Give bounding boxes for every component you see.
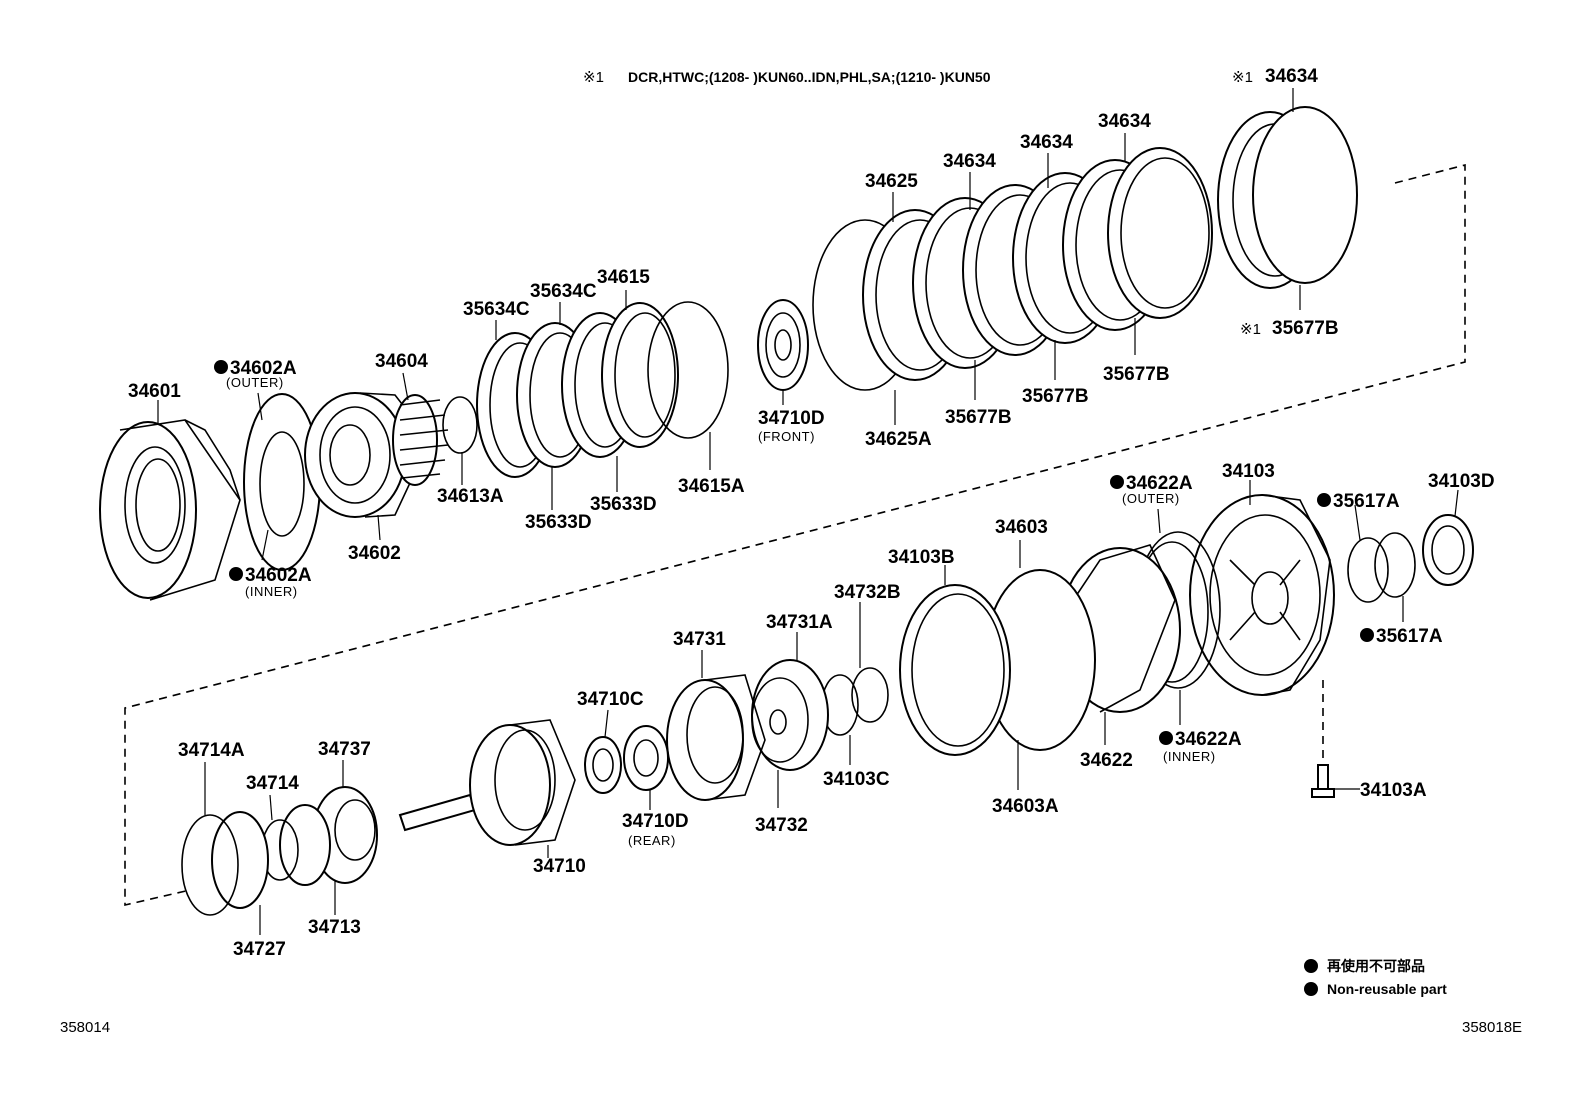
footer-right-code: 358018E — [1462, 1019, 1522, 1036]
label-34103D: 34103D — [1428, 471, 1495, 492]
part-34103B-brake-band[interactable] — [899, 584, 1011, 756]
part-clutch-disc-pack-3[interactable] — [1217, 106, 1358, 289]
part-34710-shaft-gear[interactable] — [398, 719, 576, 846]
label-34710C: 34710C — [577, 689, 644, 710]
part-34615A-snap-ring[interactable] — [647, 301, 729, 439]
part-34710C-washer[interactable] — [584, 736, 622, 794]
header-note: DCR,HTWC;(1208- )KUN60..IDN,PHL,SA;(1210… — [628, 69, 991, 85]
label-34604: 34604 — [375, 351, 428, 372]
label-34103C: 34103C — [823, 769, 890, 790]
part-34103A-bolt[interactable] — [1311, 764, 1335, 798]
label-35633D-2: 35633D — [590, 494, 657, 515]
label-34602A-inner: 34602A — [245, 565, 312, 586]
assembly-boundary-dashed — [124, 163, 1466, 907]
part-clutch-disc-pack-1[interactable] — [476, 302, 679, 478]
label-34710: 34710 — [533, 856, 586, 877]
label-35677B-1: 35677B — [945, 407, 1012, 428]
label-34615A: 34615A — [678, 476, 745, 497]
label-35634C-1: 35634C — [463, 299, 530, 320]
label-34602A-outer: 34602A — [230, 358, 297, 379]
part-34732-planetary-carrier[interactable] — [751, 659, 829, 771]
label-34634-4-prefix: ※1 — [1232, 69, 1253, 86]
label-34634-4: 34634 — [1265, 66, 1318, 87]
footer-left-code: 358014 — [60, 1019, 110, 1036]
label-34732: 34732 — [755, 815, 808, 836]
label-34713: 34713 — [308, 917, 361, 938]
label-35633D-1: 35633D — [525, 512, 592, 533]
non-reusable-dot-35617A-2 — [1360, 628, 1374, 642]
legend-line-2: Non-reusable part — [1327, 981, 1447, 997]
label-34615: 34615 — [597, 267, 650, 288]
legend-dot-2 — [1304, 982, 1318, 996]
part-34103D-washer[interactable] — [1422, 514, 1474, 586]
label-34714: 34714 — [246, 773, 299, 794]
part-34713-hub[interactable] — [279, 804, 331, 886]
non-reusable-dot-34622A-inner — [1159, 731, 1173, 745]
header-note-prefix: ※1 — [583, 69, 604, 86]
non-reusable-dot-34602A-inner — [229, 567, 243, 581]
part-34601-drum[interactable] — [99, 419, 241, 601]
label-35634C-2: 35634C — [530, 281, 597, 302]
non-reusable-dot-34622A-outer — [1110, 475, 1124, 489]
label-34602A-inner-sub: (INNER) — [245, 584, 298, 599]
label-34634-2: 34634 — [1020, 132, 1073, 153]
non-reusable-dot-35617A-1 — [1317, 493, 1331, 507]
part-34710D-front-bearing[interactable] — [757, 299, 809, 391]
label-34710D-rear-sub: (REAR) — [628, 833, 676, 848]
label-34622A-inner-sub: (INNER) — [1163, 749, 1216, 764]
part-34604-spring[interactable] — [392, 394, 449, 486]
part-35617A-ring-1[interactable] — [1347, 537, 1389, 603]
part-34727-disc[interactable] — [211, 811, 269, 909]
part-34714A-snap-ring[interactable] — [181, 814, 239, 916]
label-34601: 34601 — [128, 381, 181, 402]
label-35677B-4: 35677B — [1272, 318, 1339, 339]
label-34710D-rear: 34710D — [622, 811, 689, 832]
label-34103A: 34103A — [1360, 780, 1427, 801]
label-34613A: 34613A — [437, 486, 504, 507]
part-34103-housing[interactable] — [1189, 494, 1335, 696]
label-34103: 34103 — [1222, 461, 1275, 482]
non-reusable-dot-34602A-outer — [214, 360, 228, 374]
label-35617A-1: 35617A — [1333, 491, 1400, 512]
label-34634-3: 34634 — [1098, 111, 1151, 132]
part-35617A-ring-2[interactable] — [1374, 532, 1416, 598]
label-34737: 34737 — [318, 739, 371, 760]
label-34714A: 34714A — [178, 740, 245, 761]
label-34710D-front: 34710D — [758, 408, 825, 429]
label-35677B-2: 35677B — [1022, 386, 1089, 407]
label-34731: 34731 — [673, 629, 726, 650]
part-34732B-snap-ring[interactable] — [851, 667, 889, 723]
label-34622A-outer-sub: (OUTER) — [1122, 491, 1180, 506]
label-34603A: 34603A — [992, 796, 1059, 817]
label-34634-1: 34634 — [943, 151, 996, 172]
label-34710D-front-sub: (FRONT) — [758, 429, 815, 444]
legend-line-1: 再使用不可部品 — [1327, 958, 1425, 974]
legend-dot-1 — [1304, 959, 1318, 973]
part-34710D-rear-bearing[interactable] — [623, 725, 669, 791]
label-34602: 34602 — [348, 543, 401, 564]
part-34731-ring-gear[interactable] — [666, 674, 766, 801]
label-35677B-3: 35677B — [1103, 364, 1170, 385]
label-34603: 34603 — [995, 517, 1048, 538]
label-34622A-outer: 34622A — [1126, 473, 1193, 494]
part-34602A-outer-ring[interactable] — [243, 393, 321, 571]
label-34625A: 34625A — [865, 429, 932, 450]
label-34731A: 34731A — [766, 612, 833, 633]
label-34103B: 34103B — [888, 547, 955, 568]
part-34602A-inner-ring[interactable] — [259, 431, 305, 537]
label-34727: 34727 — [233, 939, 286, 960]
part-34613A-snap-ring[interactable] — [442, 396, 478, 454]
label-35677B-4-prefix: ※1 — [1240, 321, 1261, 338]
label-34622: 34622 — [1080, 750, 1133, 771]
part-clutch-disc-pack-2[interactable] — [812, 147, 1213, 391]
label-35617A-2: 35617A — [1376, 626, 1443, 647]
label-34622A-inner: 34622A — [1175, 729, 1242, 750]
label-34625: 34625 — [865, 171, 918, 192]
label-34602A-outer-sub: (OUTER) — [226, 375, 284, 390]
label-34732B: 34732B — [834, 582, 901, 603]
